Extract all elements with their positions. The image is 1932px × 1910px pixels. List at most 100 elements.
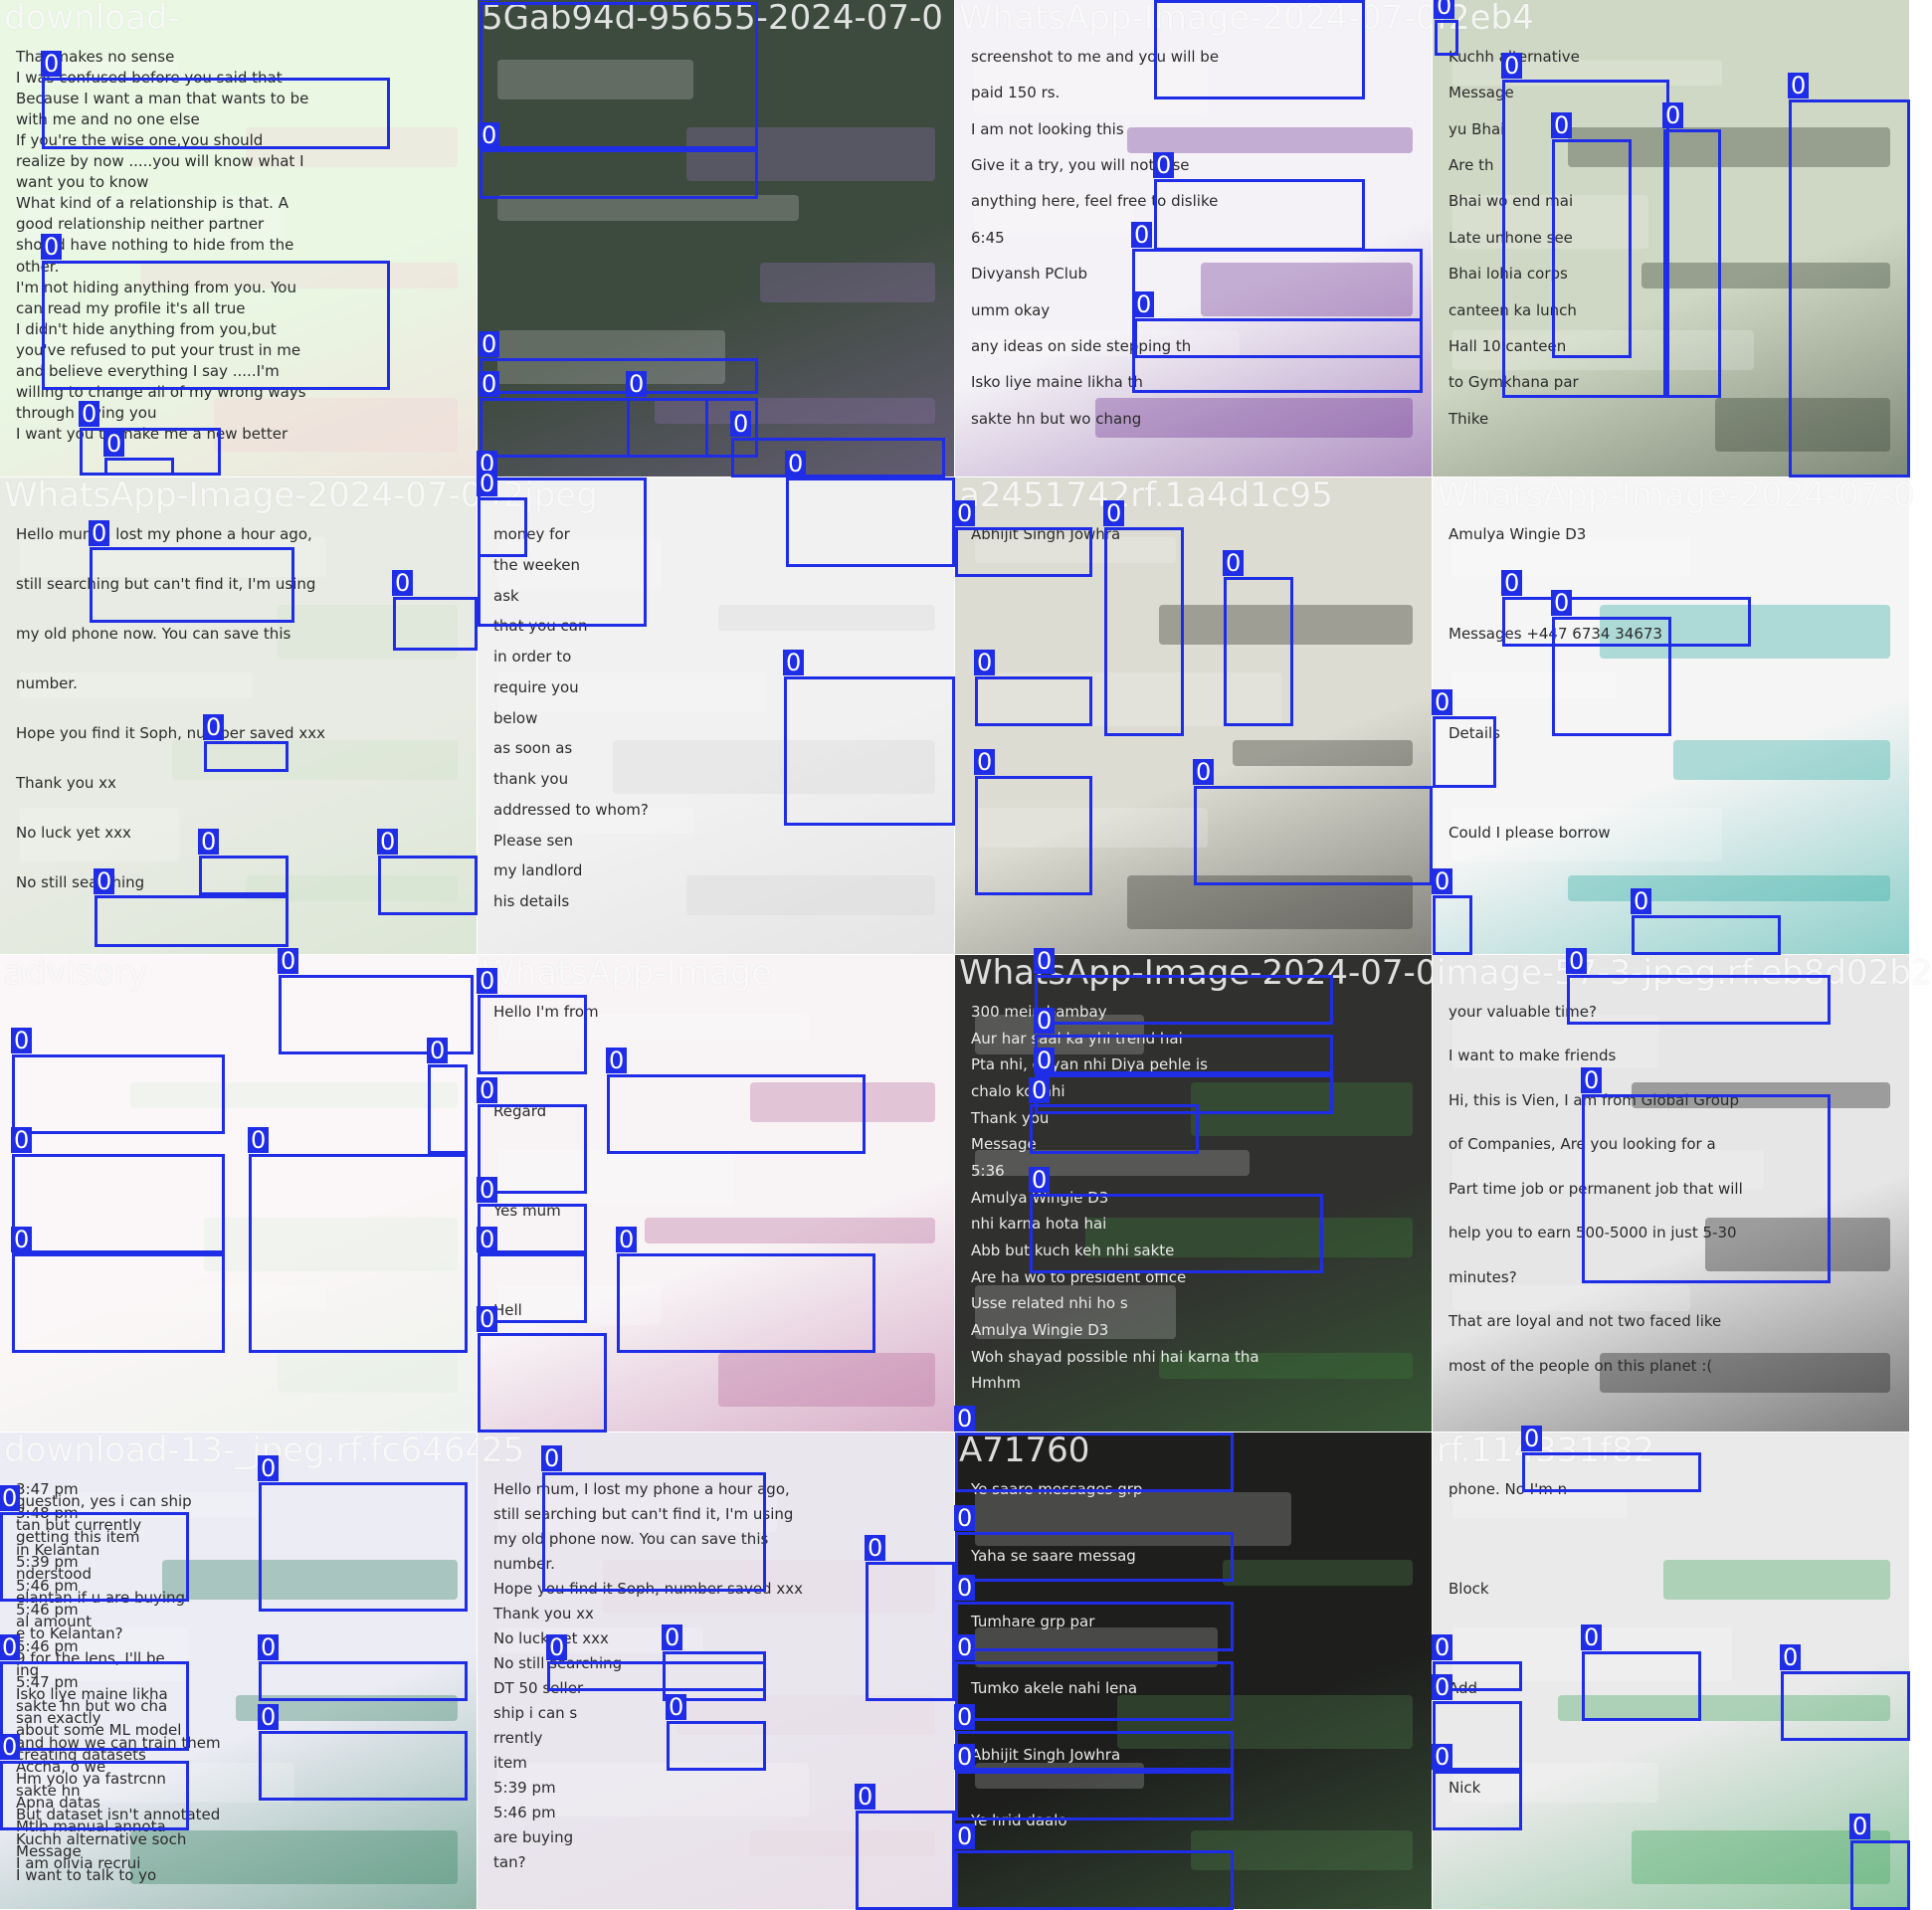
chat-line: I'm not hiding anything from you. You — [16, 278, 296, 296]
detection-box: 0 — [1153, 152, 1365, 251]
chat-line: Hm yolo ya fastrcnn — [16, 1769, 166, 1788]
chat-line: sakte hn — [16, 1782, 81, 1801]
detection-class-label: 0 — [1432, 868, 1453, 894]
chat-line: Woh shayad possible nhi hai karna tha — [971, 1347, 1259, 1366]
chat-bubble — [1558, 1695, 1890, 1721]
chat-line: number. — [16, 674, 78, 692]
detection-box: 0 — [1434, 0, 1458, 56]
detection-box: 0 — [477, 1306, 607, 1432]
detection-class-label: 0 — [479, 122, 500, 148]
chat-bubble — [750, 1830, 935, 1856]
detection-class-label: 0 — [258, 1455, 280, 1481]
detection-class-label: 0 — [1849, 1814, 1871, 1839]
chat-line: his details — [493, 892, 570, 911]
chat-bubble — [1233, 740, 1413, 766]
chat-bubble — [497, 808, 693, 834]
chat-bubble — [497, 1150, 735, 1204]
detection-box: 0 — [11, 1028, 225, 1134]
detection-box: 0 — [1154, 0, 1365, 99]
chat-bubble — [1642, 263, 1890, 288]
detection-class-label: 0 — [1432, 689, 1453, 715]
detection-class-label: 0 — [477, 1177, 498, 1203]
tile-4: Hello mum, I lost my phone a hour ago,st… — [0, 476, 482, 955]
detection-class-label: 0 — [477, 1077, 498, 1103]
chat-line: my landlord — [493, 861, 583, 880]
detection-class-label: 0 — [94, 868, 115, 894]
detection-box: 0 — [785, 451, 955, 567]
detection-box: 0 — [1133, 291, 1423, 358]
detection-box: 0 — [1849, 1814, 1910, 1910]
chat-line: Nick — [1449, 1779, 1481, 1797]
chat-bubble — [140, 263, 458, 288]
detection-box: 0 — [855, 1784, 955, 1910]
chat-line: Mtlb manual annota — [16, 1817, 166, 1836]
chat-line: below — [493, 708, 538, 727]
chat-line: in order to — [493, 648, 572, 667]
chat-bubble — [497, 195, 799, 221]
detection-box: 0 — [258, 1634, 468, 1701]
chat-line: 5:46 pm — [16, 1576, 79, 1595]
chat-line: I am olivia recrui — [16, 1853, 141, 1872]
chat-line: Kuchh alternative soch — [16, 1829, 187, 1848]
chat-line: and believe everything I say .....I'm — [16, 361, 280, 380]
chat-bubble — [975, 1285, 1176, 1339]
chat-bubble — [20, 1627, 189, 1681]
detection-class-label: 0 — [479, 331, 500, 357]
chat-line: Isko liye maine likha th — [971, 373, 1143, 392]
detection-class-label: 0 — [974, 749, 996, 775]
chat-bubble — [497, 1285, 662, 1325]
chat-bubble — [975, 195, 1134, 235]
detection-box: 0 — [427, 1038, 468, 1154]
chat-line: Ye hrid daalo — [971, 1812, 1067, 1830]
chat-bubble — [1085, 1218, 1413, 1257]
detection-box: 0 — [198, 829, 289, 895]
detection-class-label: 0 — [477, 451, 498, 477]
detection-box: 0 — [479, 371, 758, 458]
chat-bubble — [1159, 605, 1413, 645]
chat-bubble — [760, 263, 935, 302]
detection-class-label: 0 — [1103, 500, 1125, 526]
chat-line: most of the people on this planet :( — [1449, 1356, 1713, 1375]
chat-line: Abhijit Singh Jowhra — [971, 1745, 1121, 1764]
detection-class-label: 0 — [855, 1784, 876, 1810]
detection-class-label: 0 — [954, 1406, 976, 1432]
chat-line: my old phone now. You can save this — [493, 1530, 769, 1548]
detection-box: 0 — [392, 570, 478, 651]
chat-line: Hello mum, I lost my phone a hour ago, — [493, 1480, 790, 1498]
chat-line: thank you — [493, 770, 569, 789]
chat-line: Hell — [493, 1301, 522, 1319]
chat-line: Message — [1449, 84, 1514, 102]
detection-class-label: 0 — [11, 1127, 33, 1153]
detection-class-label: 0 — [1029, 1077, 1051, 1103]
detection-class-label: 0 — [1034, 948, 1056, 974]
detection-box: 0 — [666, 1694, 766, 1771]
chat-line: require you — [493, 677, 579, 696]
detection-box: 0 — [11, 1227, 225, 1353]
detection-class-label: 0 — [1501, 570, 1523, 596]
detection-class-label: 0 — [954, 1505, 976, 1531]
detection-box: 0 — [546, 1634, 766, 1691]
chat-line: still searching but can't find it, I'm u… — [493, 1505, 794, 1523]
detection-class-label: 0 — [954, 1634, 976, 1660]
chat-bubble — [497, 1015, 809, 1041]
chat-bubble — [975, 60, 1208, 113]
chat-line: rrently — [493, 1729, 543, 1747]
detection-class-label: 0 — [785, 451, 807, 477]
chat-line: umm okay — [971, 300, 1051, 319]
detection-class-label: 0 — [730, 411, 752, 437]
detection-box: 0 — [954, 1704, 1234, 1771]
chat-bubble — [497, 1763, 809, 1816]
detection-class-label: 0 — [1551, 590, 1573, 616]
chat-line: I want to make friends — [1449, 1047, 1617, 1065]
chat-line: ing — [16, 1660, 40, 1679]
chat-bubble — [1452, 672, 1617, 698]
chat-line: 5:46 pm — [16, 1601, 79, 1620]
chat-line: Aur har saal ka yhi trend hai — [971, 1029, 1183, 1048]
detection-box: 0 — [1193, 759, 1433, 885]
detection-box: 0 — [1029, 1077, 1199, 1154]
chat-bubble — [1600, 605, 1890, 659]
